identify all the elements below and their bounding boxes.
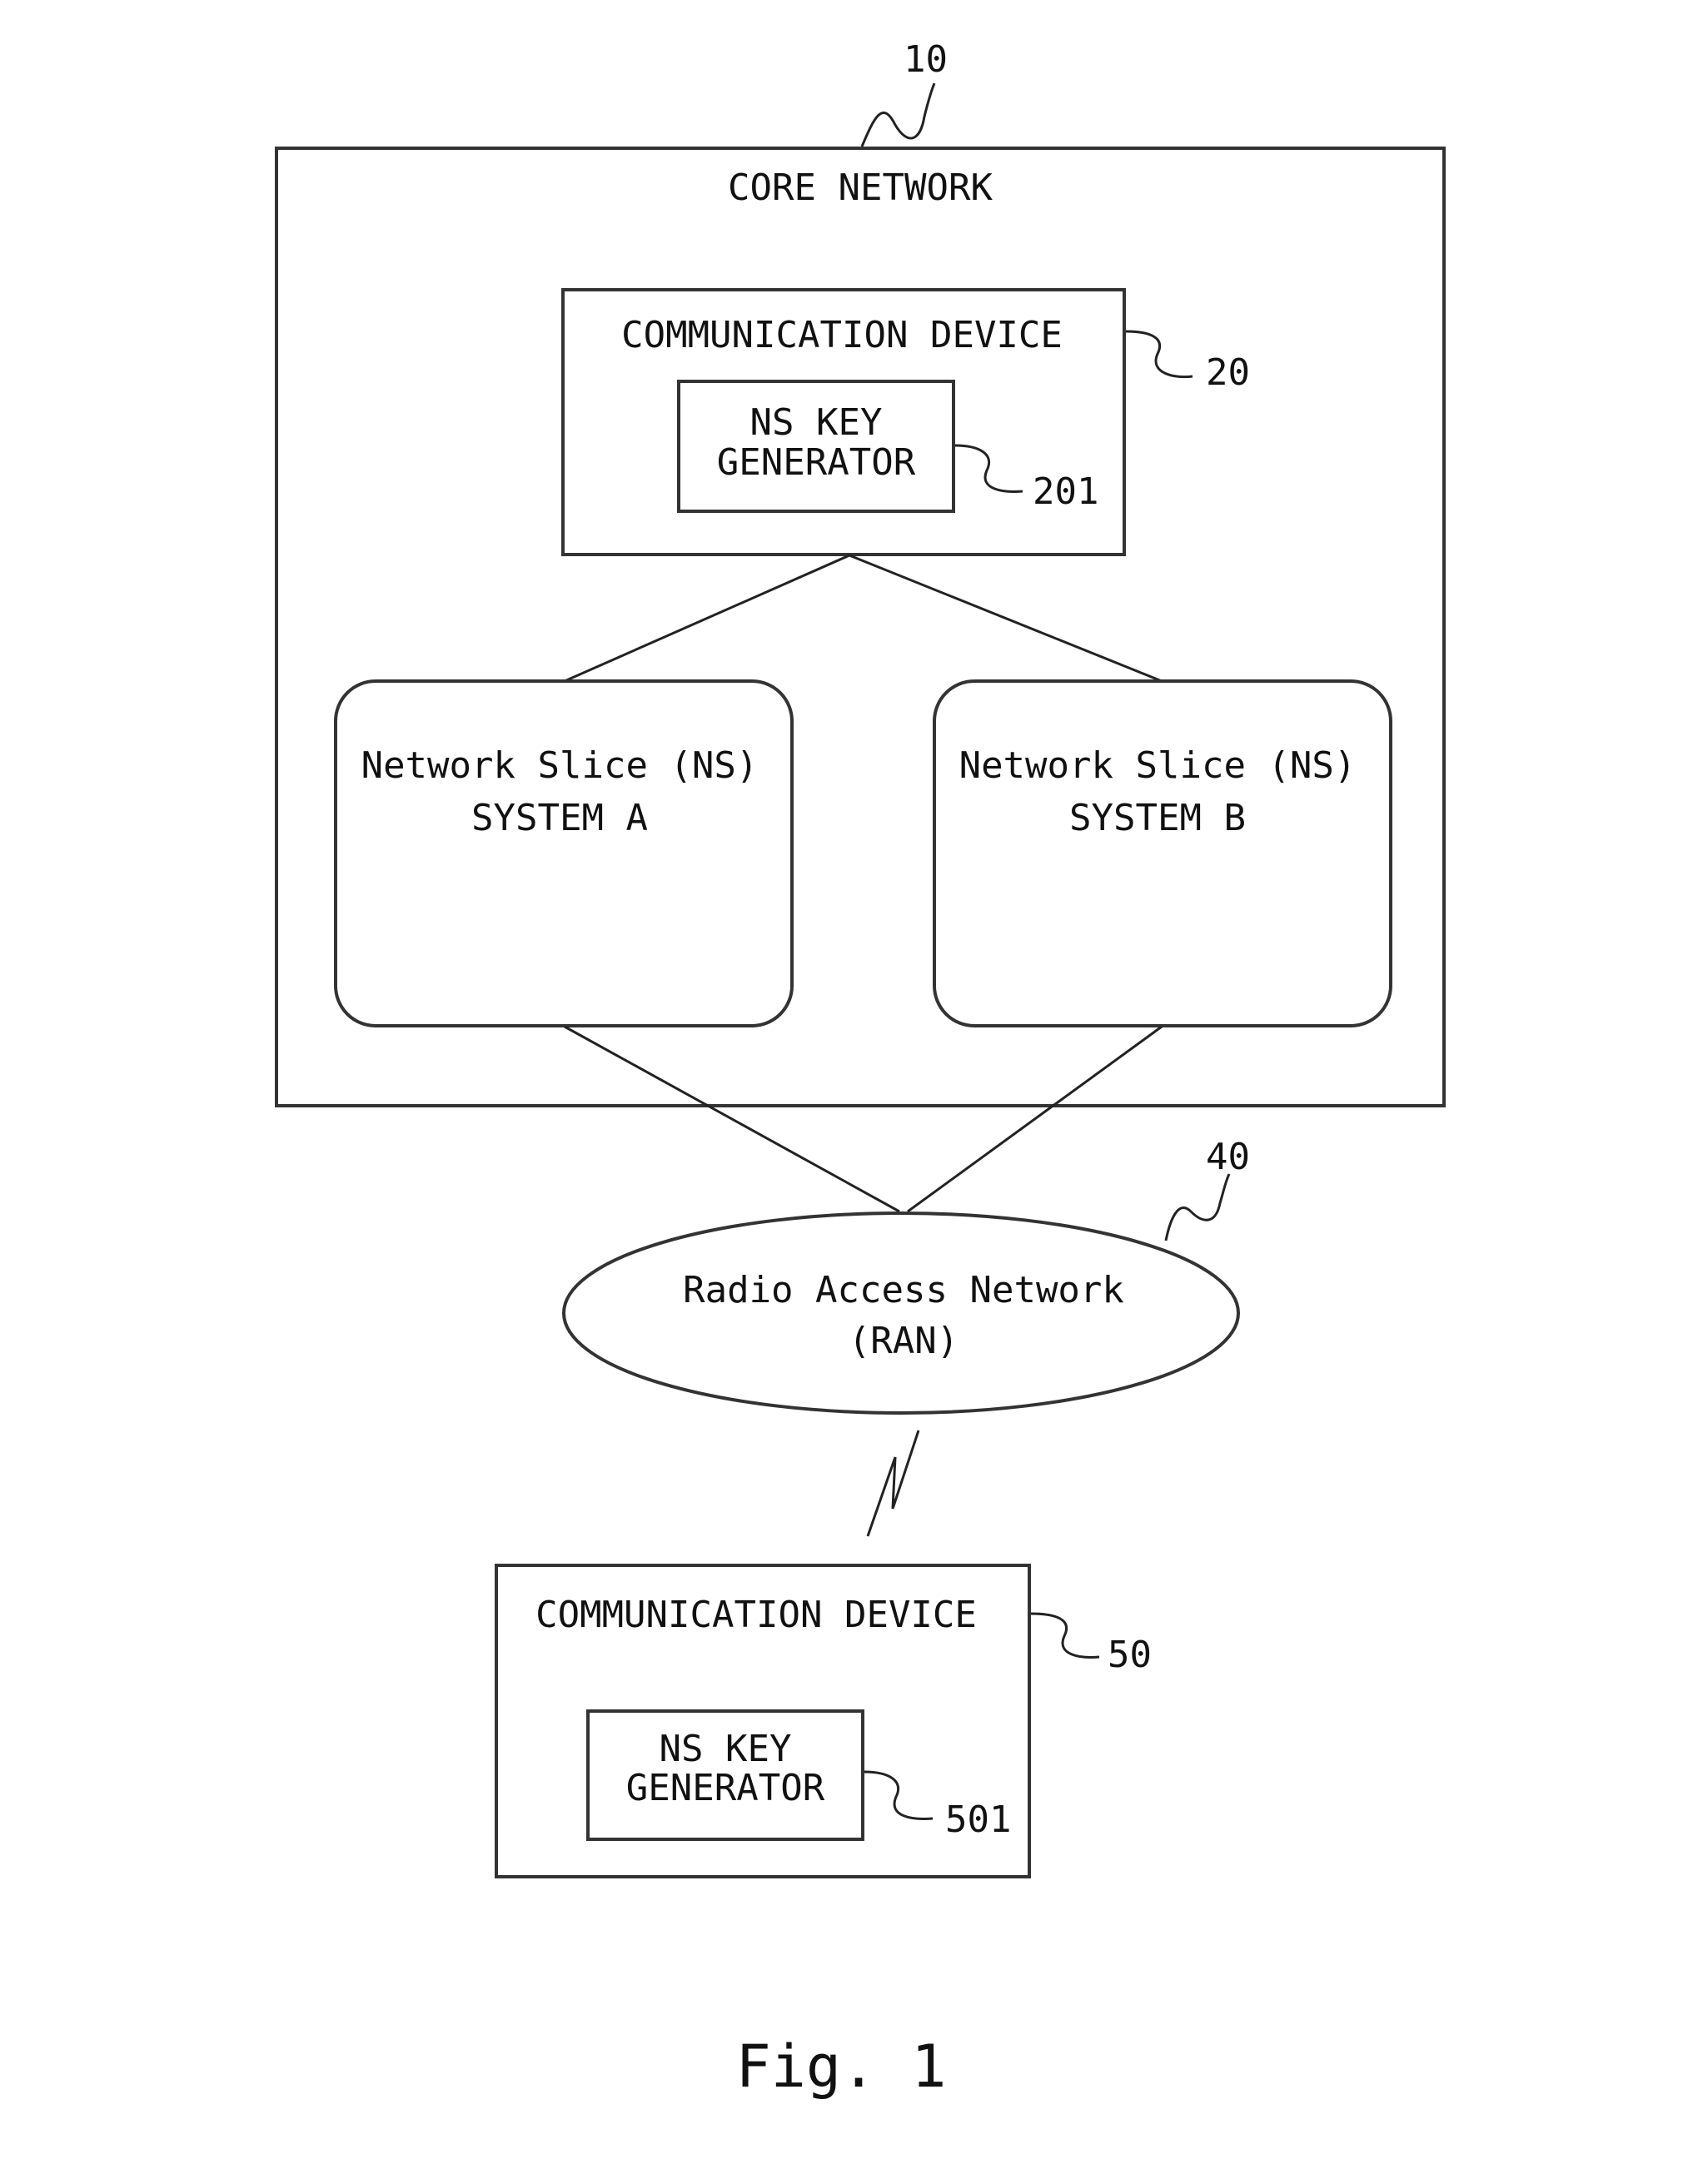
- core-network-ref: 10: [904, 38, 948, 81]
- core-network-title: CORE NETWORK: [728, 167, 993, 209]
- link-slice-a-to-ran: [565, 1027, 899, 1211]
- ue-key-generator-leader: [864, 1772, 933, 1818]
- core-network-leader: [862, 83, 934, 147]
- network-slice-a-line1: Network Slice (NS): [361, 744, 759, 787]
- core-key-generator-ref: 201: [1033, 470, 1098, 513]
- ue-device-leader: [1031, 1614, 1099, 1657]
- ran-ref: 40: [1206, 1136, 1250, 1178]
- figure-caption: Fig. 1: [736, 2032, 947, 2101]
- wireless-link-icon: [868, 1430, 919, 1536]
- network-slice-b-box: [934, 681, 1391, 1026]
- core-ns-key-generator-line2: GENERATOR: [717, 441, 916, 484]
- core-device-leader: [1126, 331, 1193, 377]
- link-device-to-slice-a: [565, 555, 849, 681]
- ue-ns-key-generator-line1: NS KEY: [660, 1728, 792, 1770]
- ran-leader: [1166, 1174, 1229, 1241]
- link-device-to-slice-b: [849, 555, 1162, 681]
- core-ns-key-generator-line1: NS KEY: [750, 401, 883, 444]
- ue-ns-key-generator-line2: GENERATOR: [626, 1767, 825, 1809]
- network-slice-a-line2: SYSTEM A: [471, 797, 648, 839]
- network-slice-b-line1: Network Slice (NS): [959, 744, 1357, 787]
- ue-communication-device-title: COMMUNICATION DEVICE: [535, 1594, 977, 1636]
- core-key-generator-leader: [955, 445, 1023, 491]
- link-slice-b-to-ran: [908, 1027, 1162, 1211]
- core-network-box: [276, 148, 1444, 1106]
- ran-line1: Radio Access Network: [683, 1269, 1124, 1311]
- core-communication-device-title: COMMUNICATION DEVICE: [621, 314, 1063, 356]
- ue-device-ref: 50: [1108, 1634, 1152, 1676]
- ue-key-generator-ref: 501: [945, 1798, 1011, 1841]
- ran-ellipse: [564, 1213, 1238, 1413]
- ran-line2: (RAN): [849, 1320, 959, 1362]
- network-slice-b-line2: SYSTEM B: [1069, 797, 1246, 839]
- network-slice-a-box: [336, 681, 792, 1026]
- core-device-ref: 20: [1206, 351, 1250, 394]
